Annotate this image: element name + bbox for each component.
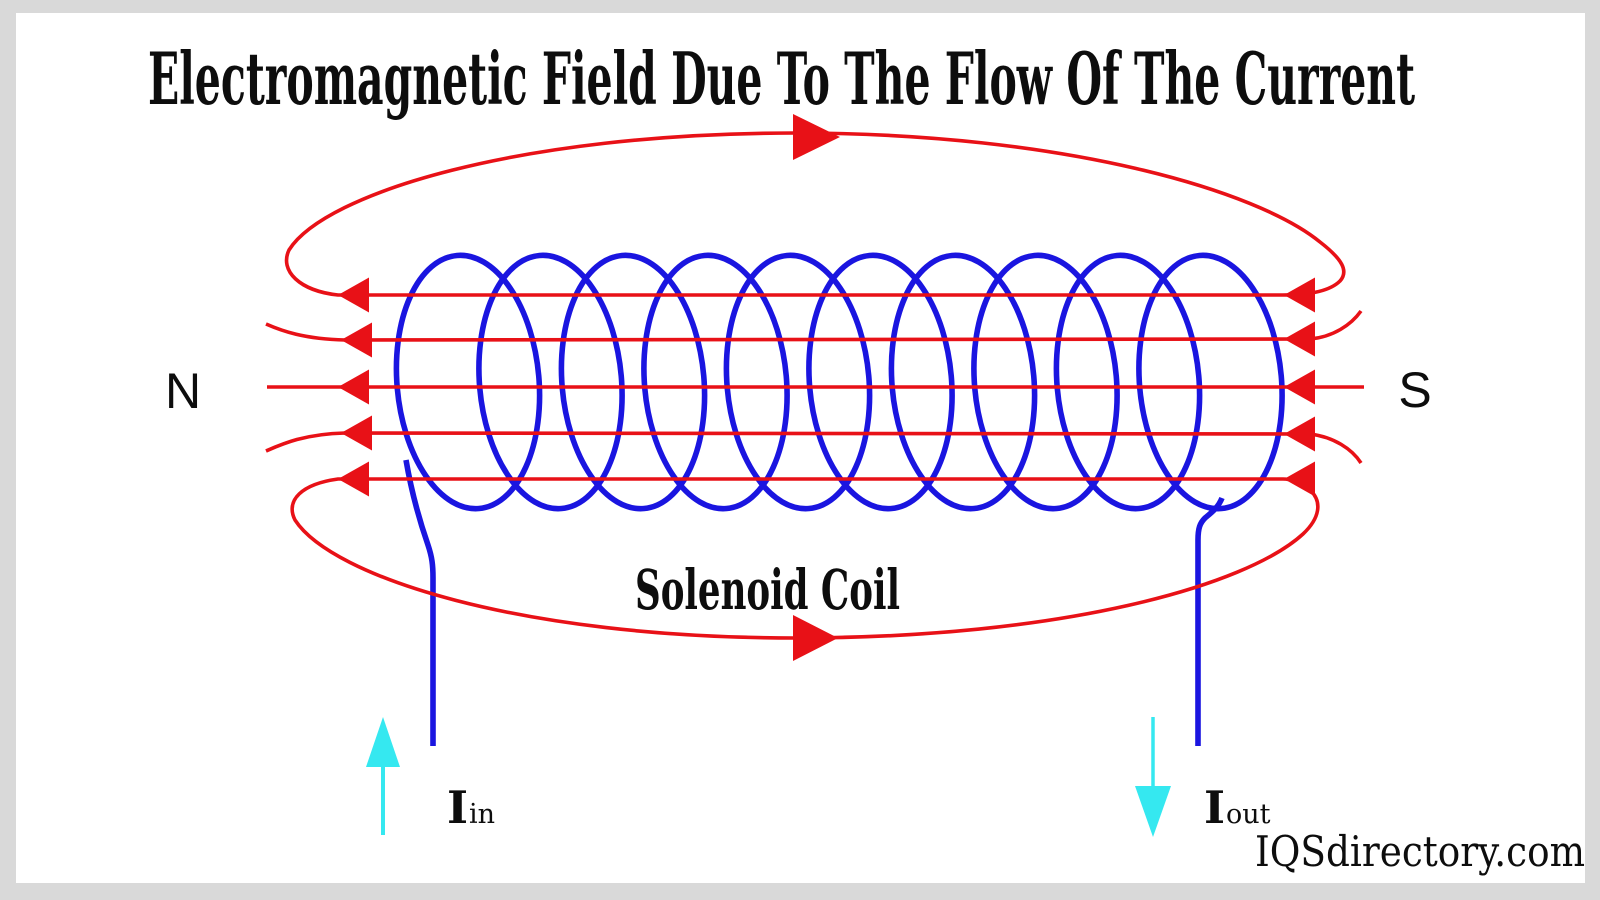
current-out-subscript: out	[1226, 799, 1271, 830]
field-arrow-left-4-icon	[341, 415, 372, 451]
field-line-5-bottom-loop	[290, 477, 1320, 640]
outer-loop-bottom-arrow-icon	[793, 615, 838, 661]
field-arrowheads-left	[338, 277, 372, 497]
diagram-title: Electromagnetic Field Due To The Flow Of…	[148, 36, 1415, 121]
field-arrow-left-5-icon	[338, 461, 369, 497]
current-in-arrow-head	[366, 717, 400, 767]
field-arrow-right-3-icon	[1284, 369, 1315, 405]
field-arrow-right-5-icon	[1284, 461, 1315, 497]
watermark: IQSdirectory.com	[1255, 827, 1585, 876]
field-arrow-right-2-icon	[1284, 321, 1315, 357]
current-out-arrow-icon	[1135, 717, 1171, 837]
field-line-1-top-loop	[284, 131, 1346, 297]
field-arrow-left-1-icon	[338, 277, 369, 313]
solenoid-coil-caption: Solenoid Coil	[635, 557, 900, 622]
south-pole-label: S	[1398, 362, 1431, 418]
current-out-label: I	[1204, 781, 1225, 834]
current-in-arrow-icon	[366, 717, 400, 835]
lead-wire-out	[1195, 496, 1225, 746]
field-arrow-left-2-icon	[341, 322, 372, 358]
outer-loop-top-arrow-icon	[793, 114, 840, 160]
current-in-label: I	[447, 781, 468, 834]
field-arrow-right-4-icon	[1284, 416, 1315, 452]
lead-wire-in	[403, 459, 436, 746]
north-pole-label: N	[165, 363, 201, 419]
field-arrow-right-1-icon	[1284, 277, 1315, 313]
current-in-subscript: in	[469, 799, 495, 830]
current-out-arrow-head	[1135, 786, 1171, 837]
field-arrowheads-right	[1284, 277, 1315, 497]
field-arrow-left-3-icon	[338, 369, 369, 405]
